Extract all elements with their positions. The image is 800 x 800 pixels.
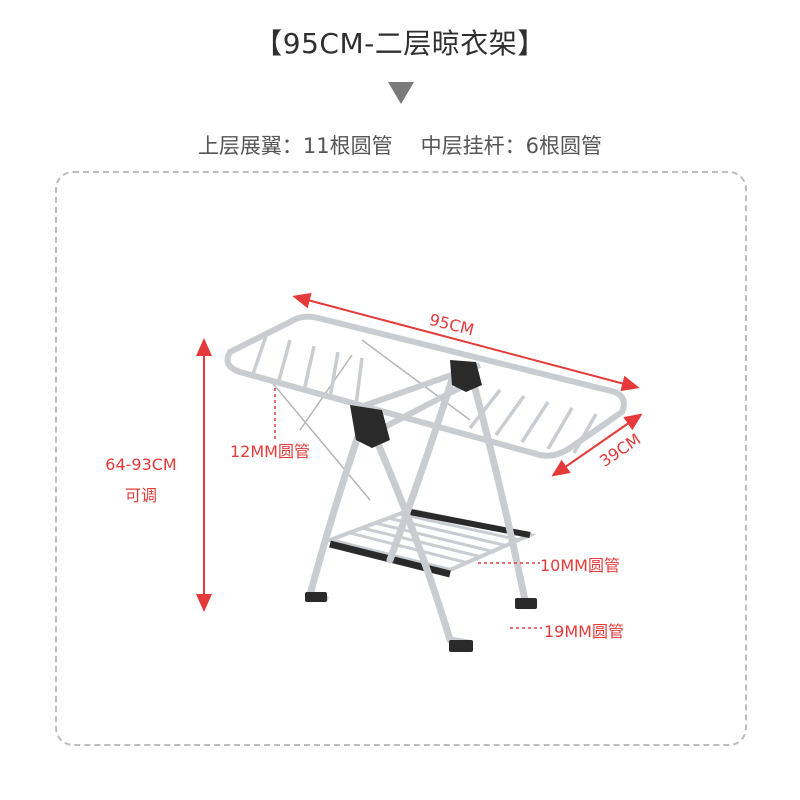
leader-lines (274, 388, 542, 629)
leg-tube-label: 19MM圆管 (544, 622, 624, 641)
upper-tube-label: 12MM圆管 (230, 442, 310, 461)
down-arrow-icon (388, 82, 414, 104)
width-arrow (292, 292, 640, 392)
page-title: 【95CM-二层晾衣架】 (254, 27, 546, 60)
height-label-1: 64-93CM (105, 455, 177, 474)
bottom-shelf (323, 507, 537, 578)
spec-subtitle: 上层展翼：11根圆管 中层挂杆：6根圆管 (0, 130, 800, 160)
product-frame (55, 171, 747, 746)
middle-rod-spec: 中层挂杆：6根圆管 (420, 134, 603, 158)
height-label-2: 可调 (124, 486, 157, 505)
upper-wing-spec: 上层展翼：11根圆管 (197, 134, 393, 158)
upper-wing-rods (250, 335, 598, 454)
middle-tube-label: 10MM圆管 (540, 556, 620, 575)
leg-feet (305, 592, 537, 652)
depth-arrow (551, 413, 643, 477)
